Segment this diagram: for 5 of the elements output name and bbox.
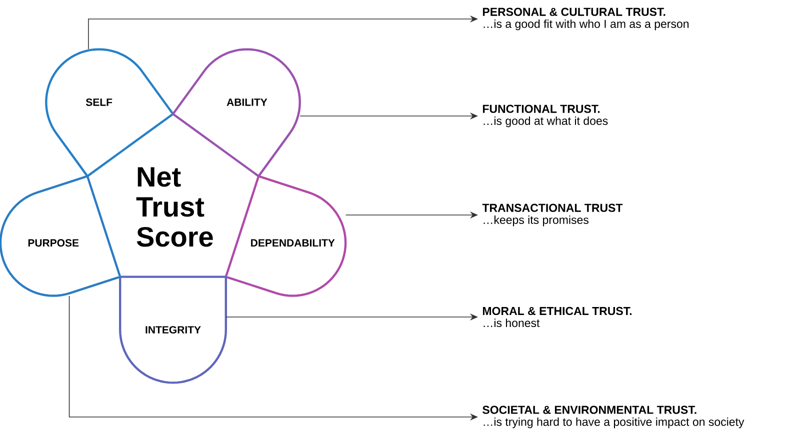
trust-description: MORAL & ETHICAL TRUST. …is honest (482, 306, 632, 328)
trust-description: SOCIETAL & ENVIRONMENTAL TRUST. …is trying hard to have a positive impact on society (482, 406, 744, 428)
trust-description: PERSONAL & CULTURAL TRUST. …is a good fit with who I am as a person (482, 8, 689, 30)
trust-description: FUNCTIONAL TRUST. …is good at what it does (482, 104, 608, 128)
trust-description: TRANSACTIONAL TRUST …keeps its promises (482, 204, 623, 226)
